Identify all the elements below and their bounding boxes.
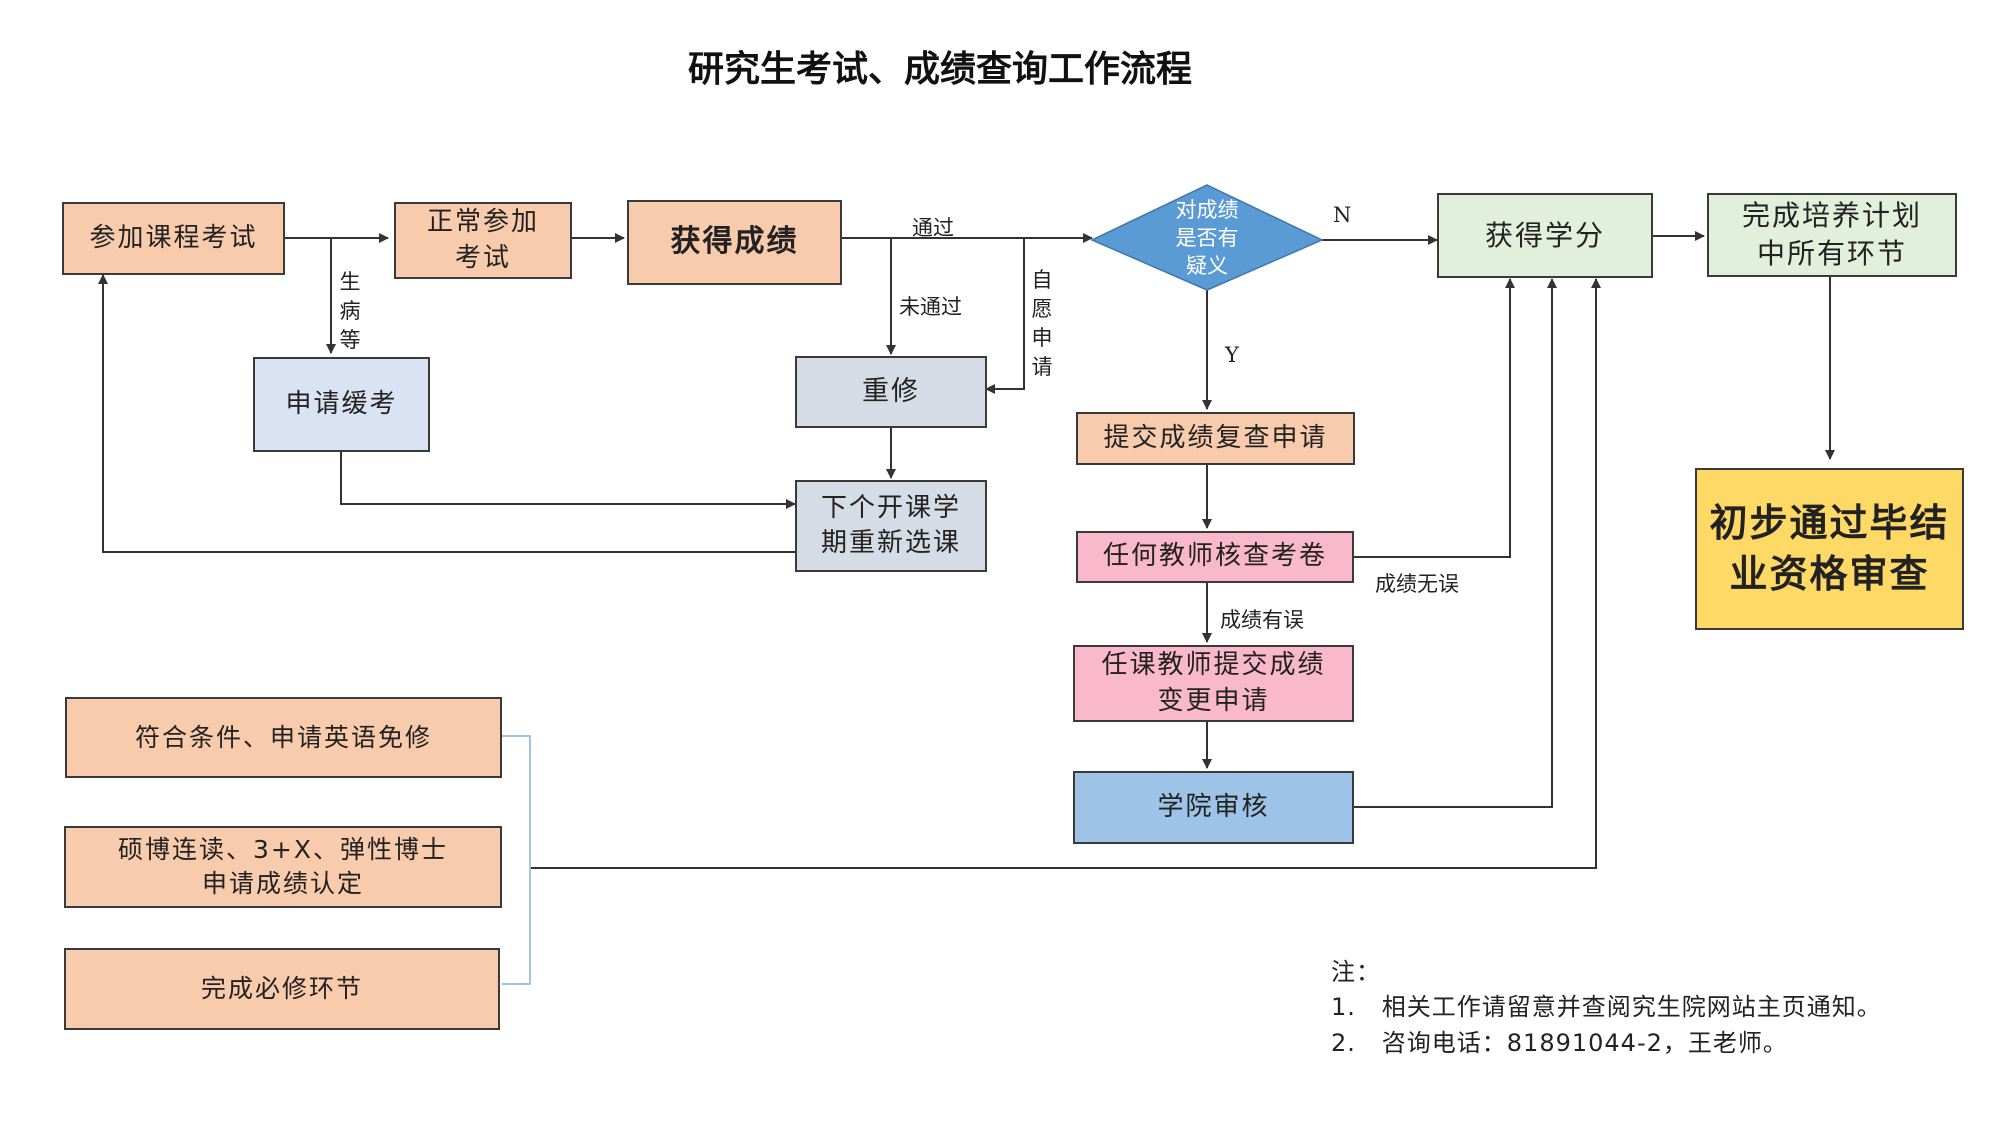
get-credit-box: 获得学分	[1437, 193, 1653, 278]
bracket-line	[502, 735, 531, 985]
teacher-submit-label-2: 变更申请	[1157, 685, 1270, 716]
edge-label-voluntary-1: 自	[1031, 268, 1053, 292]
edge-label-pass: 通过	[912, 216, 954, 240]
complete-plan-box: 完成培养计划 中所有环节	[1707, 193, 1957, 277]
edge-label-sick-1: 生	[339, 270, 361, 294]
submit-review-box: 提交成绩复查申请	[1076, 412, 1355, 465]
credit-recognition-box: 硕博连读、3+X、弹性博士 申请成绩认定	[64, 826, 502, 908]
notes-heading: 注：	[1331, 958, 1381, 986]
edge-label-score-error: 成绩有误	[1220, 608, 1304, 632]
notes-item-2: 2. 咨询电话：81891044-2，王老师。	[1331, 1029, 1788, 1057]
edge-voluntary-to-retake	[985, 238, 1025, 394]
required-done-box: 完成必修环节	[64, 948, 500, 1030]
pass-review-box: 初步通过毕结 业资格审查	[1695, 468, 1964, 630]
teacher-submit-box: 任课教师提交成绩 变更申请	[1073, 645, 1354, 722]
english-exempt-box: 符合条件、申请英语免修	[65, 697, 502, 778]
decision-line-3: 疑义	[1186, 254, 1228, 278]
teacher-check-label: 任何教师核查考卷	[1102, 541, 1327, 572]
edge-defer-to-nextterm	[340, 452, 796, 509]
next-term-box: 下个开课学 期重新选课	[795, 480, 987, 572]
edge-nextterm-to-exam	[98, 274, 795, 553]
required-done-label: 完成必修环节	[200, 974, 363, 1004]
college-review-label: 学院审核	[1157, 791, 1270, 822]
apply-defer-box: 申请缓考	[253, 357, 430, 452]
decision-line-1: 对成绩	[1175, 198, 1239, 222]
decision-line-2: 是否有	[1175, 226, 1239, 250]
get-score-box: 获得成绩	[627, 200, 842, 285]
edge-label-sick-3: 等	[339, 328, 361, 352]
normal-exam-label-2: 考试	[454, 242, 511, 273]
edge-group-to-credit	[530, 278, 1601, 869]
edge-label-sick-2: 病	[339, 299, 361, 323]
complete-plan-label-2: 中所有环节	[1756, 237, 1907, 270]
college-review-box: 学院审核	[1073, 771, 1354, 844]
course-exam-label: 参加课程考试	[89, 222, 258, 253]
notes-item-1: 1. 相关工作请留意并查阅究生院网站主页通知。	[1331, 993, 1882, 1021]
normal-exam-label-1: 正常参加	[426, 207, 539, 238]
retake-box: 重修	[795, 356, 987, 428]
pass-review-label-2: 业资格审查	[1729, 552, 1930, 596]
pass-review-label-1: 初步通过毕结	[1709, 500, 1950, 545]
decision-diamond	[1090, 184, 1324, 291]
get-credit-label: 获得学分	[1484, 218, 1605, 252]
english-exempt-label: 符合条件、申请英语免修	[134, 722, 432, 752]
edge-label-voluntary-3: 申	[1031, 326, 1053, 350]
edge-label-no: N	[1333, 203, 1352, 227]
apply-defer-label: 申请缓考	[285, 388, 398, 419]
edge-label-sick: 生 病 等	[337, 268, 363, 355]
course-exam-box: 参加课程考试	[62, 202, 285, 275]
teacher-submit-label-1: 任课教师提交成绩	[1101, 650, 1326, 681]
submit-review-label: 提交成绩复查申请	[1103, 422, 1328, 453]
teacher-check-box: 任何教师核查考卷	[1076, 531, 1354, 583]
edge-check-correct	[1354, 278, 1515, 558]
normal-exam-box: 正常参加 考试	[394, 202, 572, 279]
next-term-label-2: 期重新选课	[820, 528, 961, 558]
retake-label: 重修	[862, 375, 920, 407]
get-score-label: 获得成绩	[670, 224, 799, 260]
edge-label-voluntary-2: 愿	[1031, 297, 1053, 321]
credit-recognition-label-1: 硕博连读、3+X、弹性博士	[118, 835, 448, 865]
edge-label-voluntary-4: 请	[1031, 355, 1053, 379]
edge-label-fail: 未通过	[899, 295, 962, 319]
decision-diamond-text: 对成绩 是否有 疑义	[1092, 196, 1322, 280]
credit-recognition-label-2: 申请成绩认定	[201, 869, 364, 898]
page-title: 研究生考试、成绩查询工作流程	[687, 48, 1192, 90]
edge-label-score-correct: 成绩无误	[1375, 572, 1459, 596]
complete-plan-label-1: 完成培养计划	[1741, 199, 1922, 233]
edge-label-yes: Y	[1225, 343, 1239, 367]
edge-college-to-credit	[1354, 278, 1557, 808]
edge-label-voluntary: 自 愿 申 请	[1029, 266, 1055, 382]
next-term-label-1: 下个开课学	[820, 492, 961, 523]
